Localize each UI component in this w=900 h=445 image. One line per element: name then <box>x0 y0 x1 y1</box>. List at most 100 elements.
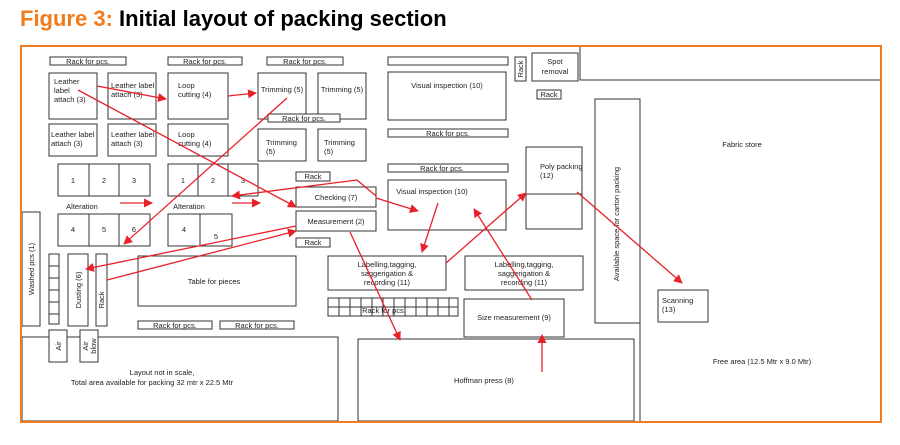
text: Total area available for packing 32 mtr … <box>71 378 234 387</box>
text: recording (11) <box>501 278 548 287</box>
area-bottom-left: Layout not in scale, Total area availabl… <box>21 336 339 422</box>
text: Rack <box>516 60 525 77</box>
rack-top-4 <box>387 56 509 66</box>
rack-bottom-grid: Rack for pcs. <box>327 297 459 317</box>
flow-arrow <box>375 197 419 213</box>
text: Rack <box>304 238 321 247</box>
flow-arrow <box>356 179 377 197</box>
text: (12) <box>540 171 554 180</box>
text: Rack for pcs. <box>153 321 197 330</box>
text: 2 <box>102 176 106 185</box>
rack-vertical: Rack <box>514 56 527 82</box>
text: Rack <box>97 291 106 308</box>
flow-arrow <box>420 202 439 253</box>
text: Labelling,tagging, <box>495 260 554 269</box>
text: Trimming <box>266 138 297 147</box>
text: Checking (7) <box>315 193 358 202</box>
text: Rack for pcs. <box>235 321 279 330</box>
station-trimming-4: Trimming (5) <box>317 128 367 162</box>
text: Trimming <box>324 138 355 147</box>
text: Table for pieces <box>188 277 241 286</box>
flow-arrow <box>576 191 683 284</box>
rack-bottom-2: Rack for pcs. <box>219 320 295 330</box>
text: Air <box>54 341 63 351</box>
figure-label: Figure 3: <box>20 6 113 31</box>
text: recording (11) <box>364 278 411 287</box>
flow-arrow <box>349 231 401 341</box>
alteration-label: Alteration <box>173 202 205 211</box>
text: Leather label <box>111 130 155 139</box>
fabric-store-label: Fabric store <box>722 140 762 149</box>
text: Loop <box>178 130 195 139</box>
alteration-label: Alteration <box>66 202 98 211</box>
station-visual-inspection-top: Visual inspection (10) <box>387 71 507 121</box>
text: 4 <box>71 225 75 234</box>
text: Poly packing <box>540 162 583 171</box>
flow-arrow <box>106 228 297 281</box>
station-loop-cutting-1: Loop cutting (4) <box>167 72 229 120</box>
text: cutting (4) <box>178 90 212 99</box>
rack-small-top: Rack <box>536 89 562 100</box>
station-scanning: Scanning (13) <box>657 289 709 323</box>
rack-mid-1: Rack for pcs. <box>387 128 509 138</box>
text: attach (3) <box>54 95 86 104</box>
station-labelling-2: Labelling,tagging, saggerigation & recor… <box>464 255 584 291</box>
figure-caption: Initial layout of packing section <box>119 6 447 31</box>
flow-arrow <box>227 89 257 99</box>
text: 1 <box>181 176 185 185</box>
rack-bottom-1: Rack for pcs. <box>137 320 213 330</box>
flow-arrow <box>473 208 533 301</box>
station-visual-inspection-mid: Visual inspection (10) <box>387 179 507 231</box>
station-size-measurement: Size measurement (9) <box>463 298 565 338</box>
text: Visual inspection (10) <box>411 81 483 90</box>
table-for-pieces: Table for pieces <box>137 255 297 307</box>
station-trimming-3: Trimming (5) <box>257 128 307 162</box>
flow-arrow <box>231 179 358 200</box>
text: Leather label <box>111 81 155 90</box>
text: Trimming (5) <box>321 85 364 94</box>
rack-measurement: Rack <box>295 237 331 248</box>
text: 3 <box>132 176 136 185</box>
rack-label: Rack for pcs. <box>283 57 327 66</box>
text: Dusting (6) <box>74 271 83 308</box>
station-trimming-1: Trimming (5) <box>257 72 307 120</box>
station-measurement: Measurement (2) <box>295 210 377 232</box>
text: attach (3) <box>51 139 83 148</box>
station-air-blow-1: Air <box>48 329 68 363</box>
text: attach (3) <box>111 90 143 99</box>
text: Measurement (2) <box>307 217 365 226</box>
text: 1 <box>71 176 75 185</box>
text: 6 <box>132 225 136 234</box>
station-leather-label-1: Leather label attach (3) <box>48 72 98 120</box>
station-leather-label-4: Leather label attach (3) <box>107 123 157 157</box>
text: 2 <box>211 176 215 185</box>
flow-arrow <box>96 85 167 102</box>
text: Rack for pcs. <box>362 306 406 315</box>
free-area-label: Free area (12.5 Mtr x 9.0 Mtr) <box>713 357 812 366</box>
text: Leather <box>54 77 80 86</box>
text: Available space for carton packing <box>612 167 621 281</box>
text: 4 <box>182 225 186 234</box>
text: Visual inspection (10) <box>396 187 468 196</box>
station-spot-removal: Spot removal <box>531 52 579 82</box>
text: Loop <box>178 81 195 90</box>
station-air-blow-2: Air blow <box>79 329 99 363</box>
text: Labelling,tagging, <box>358 260 417 269</box>
station-dusting: Dusting (6) <box>67 253 89 327</box>
rack-checking: Rack <box>295 171 331 182</box>
text: 5 <box>102 225 106 234</box>
text: (5) <box>324 147 334 156</box>
rack-trimming: Rack for pcs. <box>267 113 341 123</box>
alteration-block-right: 1 2 3 Alteration 4 5 <box>167 163 259 247</box>
station-hoffman-press: Hoffman press (8) <box>357 338 635 422</box>
station-washed-pcs: Washed pcs (1) <box>21 211 41 327</box>
text: blow <box>89 338 98 354</box>
flow-arrow <box>123 97 288 245</box>
rack-label: Rack for pcs. <box>183 57 227 66</box>
text: Layout not in scale, <box>130 368 195 377</box>
rack-top-2: Rack for pcs. <box>167 56 243 66</box>
text: Spot <box>547 57 563 66</box>
figure-title: Figure 3: Initial layout of packing sect… <box>20 6 447 32</box>
text: (5) <box>266 147 276 156</box>
station-leather-label-3: Leather label attach (3) <box>48 123 98 157</box>
